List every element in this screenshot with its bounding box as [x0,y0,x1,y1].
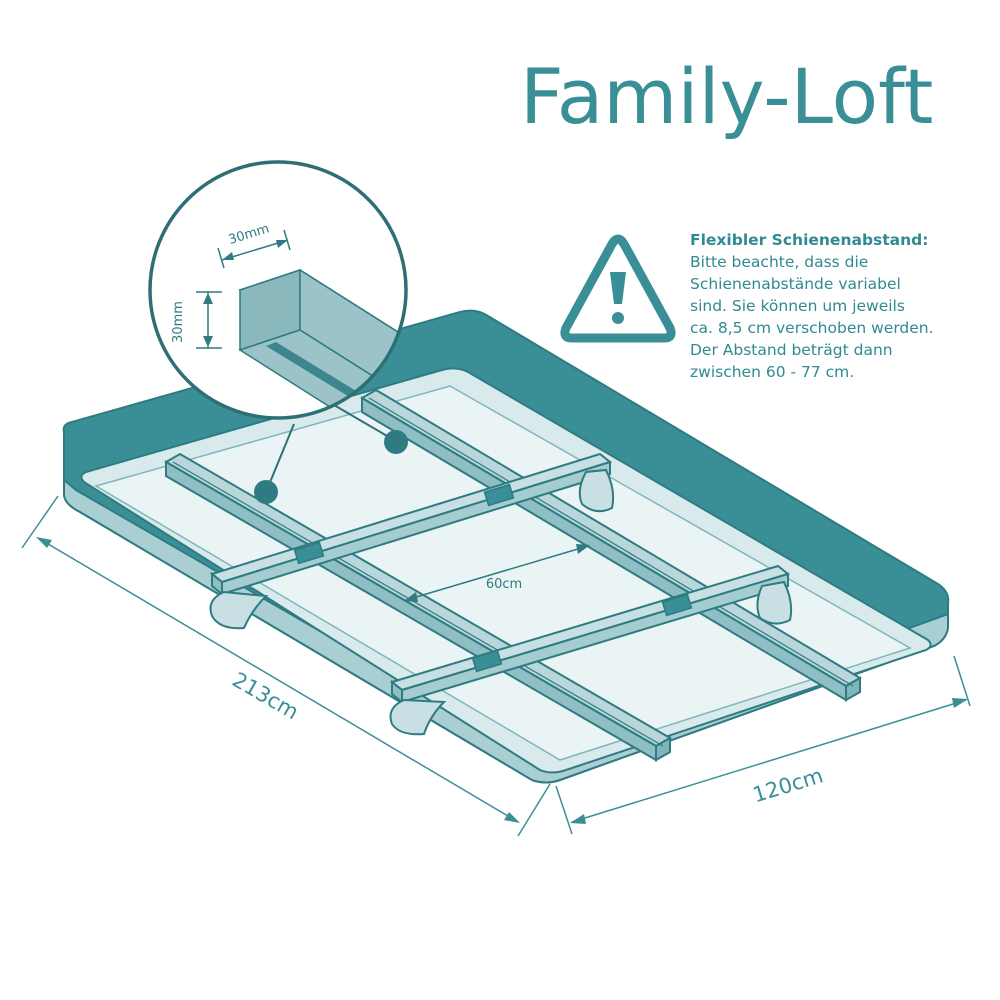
cross-bar-front [389,564,793,736]
note-line: sind. Sie können um jeweils [690,297,905,315]
rail-spacing-dimension: 60cm [404,544,590,602]
warning-triangle-icon [560,234,676,343]
note-line: Der Abstand beträgt dann [690,341,893,359]
bed-frame [62,309,950,784]
note-heading: Flexibler Schienenabstand: [690,231,929,249]
note-line: Schienenabstände variabel [690,275,901,293]
note-line: zwischen 60 - 77 cm. [690,363,855,381]
length-label: 213cm [228,668,302,725]
page-title: Family-Loft [520,52,934,141]
note-line: Bitte beachte, dass die [690,253,869,271]
width-label: 120cm [750,763,826,807]
rail-spacing-note: Flexibler Schienenabstand: Bitte beachte… [690,229,980,383]
profile-height-label: 30mm [171,301,186,343]
cross-bar-rear [209,452,615,630]
rail-spacing-label: 60cm [486,577,522,592]
callout-dot-right [384,430,408,454]
callout-dot-left [254,480,278,504]
long-rail-right [360,388,862,702]
note-line: ca. 8,5 cm verschoben werden. [690,319,934,337]
